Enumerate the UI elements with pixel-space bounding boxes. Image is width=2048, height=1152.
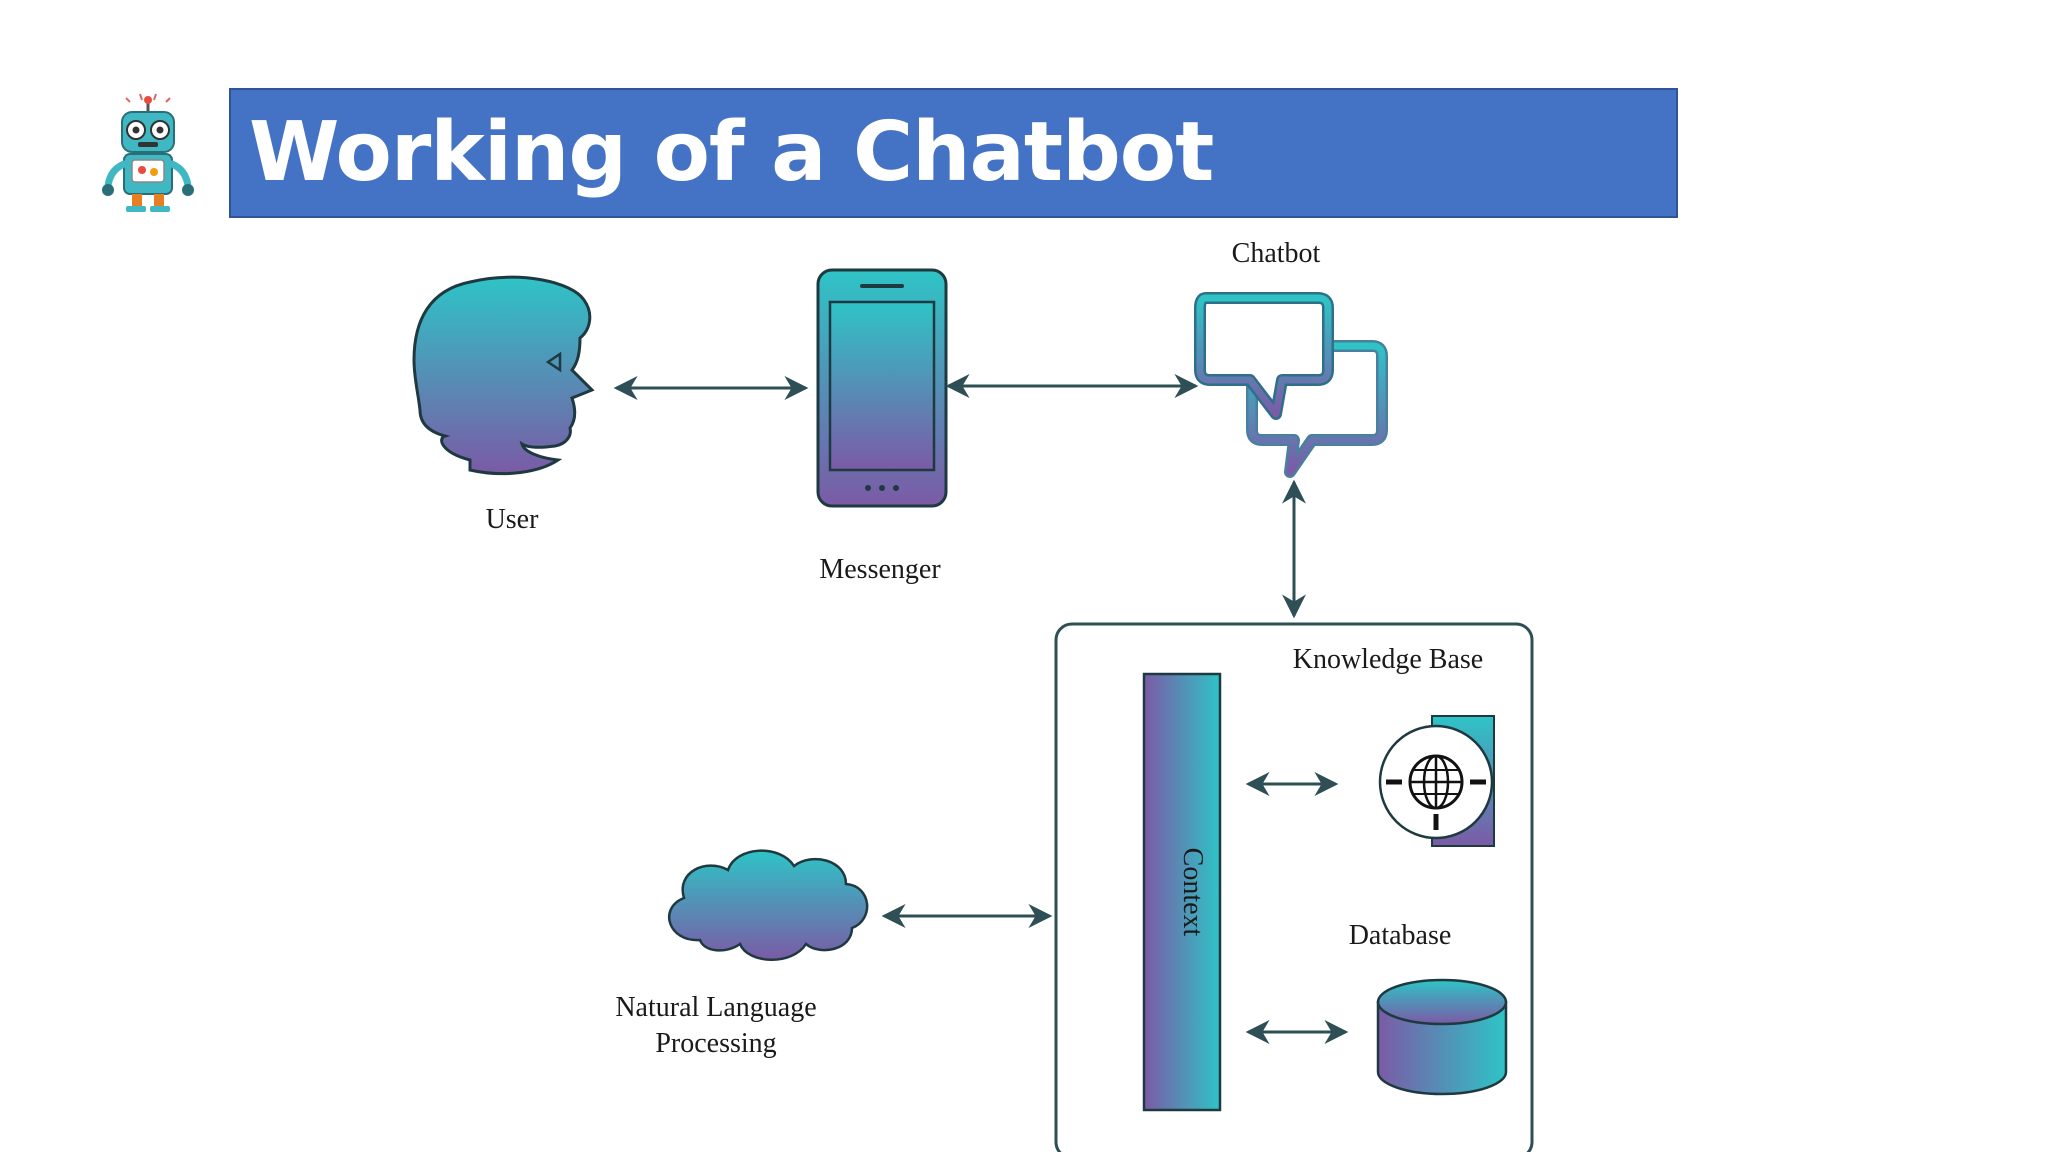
database-icon bbox=[1376, 978, 1508, 1096]
chatbot-label: Chatbot bbox=[1232, 238, 1321, 269]
nlp-cloud-icon bbox=[667, 849, 869, 961]
web-globe-icon bbox=[1378, 715, 1495, 847]
context-label: Context bbox=[1177, 848, 1208, 937]
user-label: User bbox=[486, 504, 540, 535]
messenger-label: Messenger bbox=[819, 554, 941, 585]
context-bar bbox=[1142, 672, 1222, 1112]
knowledge-base-container bbox=[1054, 622, 1534, 1152]
slide-title: Working of a Chatbot bbox=[249, 105, 1214, 200]
messenger-phone-icon bbox=[816, 268, 948, 508]
database-label: Database bbox=[1349, 920, 1452, 951]
nlp-label-line1: Natural Language bbox=[615, 992, 816, 1023]
user-icon bbox=[412, 275, 595, 476]
chatbot-bubbles-icon bbox=[1194, 292, 1388, 478]
nlp-label-line2: Processing bbox=[655, 1028, 776, 1059]
knowledge-base-label: Knowledge Base bbox=[1293, 644, 1484, 675]
title-bar: Working of a Chatbot bbox=[229, 88, 1678, 218]
robot-logo-icon bbox=[102, 93, 194, 212]
